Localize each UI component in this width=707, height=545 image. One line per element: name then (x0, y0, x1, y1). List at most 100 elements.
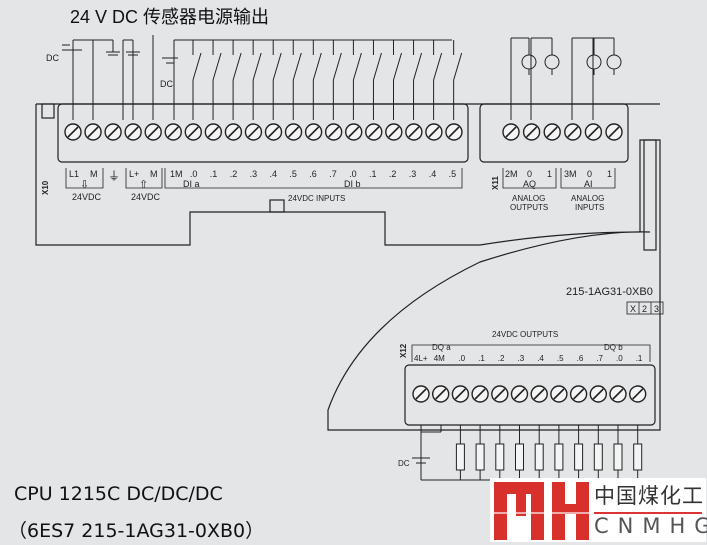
sensor-caption: 24VDC (131, 192, 161, 202)
terminal-screw (412, 385, 430, 403)
power-caption: 24VDC (72, 192, 102, 202)
logo-divider (594, 512, 702, 514)
switch-icon (413, 52, 423, 81)
connector-ids: X 2 3 (626, 301, 664, 315)
input-terminal-label: .0 (349, 169, 357, 179)
output-terminal-label: .0 (616, 354, 623, 363)
terminal-label-aq0: 0 (527, 169, 532, 179)
terminal-screw (564, 123, 582, 141)
switch-icon (292, 52, 302, 81)
terminal-screw (304, 123, 323, 141)
analog-device-icon (586, 54, 602, 70)
output-terminal-label: .4 (537, 354, 544, 363)
output-terminal-label: .7 (596, 354, 603, 363)
terminal-screw (543, 123, 561, 141)
terminal-screw (264, 123, 283, 141)
switch-icon (252, 52, 262, 81)
terminal-screw (84, 123, 102, 141)
load-resistor-icon (475, 443, 485, 471)
terminal-label-aq1: 1 (547, 169, 552, 179)
order-number: （6ES7 215-1AG31-0XB0） (8, 520, 265, 542)
group-dq-b: DQ b (604, 343, 623, 352)
analog-device-icon (606, 54, 622, 70)
terminal-screw (184, 123, 203, 141)
logo-en-text: CNMHG (594, 514, 707, 538)
terminal-screw (425, 123, 443, 141)
switch-icon (453, 52, 463, 81)
terminal-screw (569, 385, 588, 403)
input-terminal-label: .1 (369, 169, 377, 179)
load-resistor-icon (633, 443, 643, 471)
output-terminal-label: .2 (498, 354, 505, 363)
company-logo: 中国煤化工 CNMHG (490, 478, 707, 542)
load-resistor-icon (455, 443, 465, 471)
input-labels: 1M.0.1.2.3.4.5.6.7.0.1.2.3.4.5 (170, 169, 456, 179)
terminal-screw (471, 385, 489, 403)
label-boxes (65, 168, 651, 362)
terminal-screw (405, 123, 423, 141)
input-terminal-label: .5 (289, 169, 297, 179)
output-terminal-block (412, 385, 647, 403)
terminal-label-ai1: 1 (607, 169, 612, 179)
load-resistor-icon (574, 443, 584, 471)
output-loads (412, 425, 643, 481)
diagram-title: 24 V DC 传感器电源输出 (70, 7, 269, 27)
terminal-screw (124, 123, 142, 141)
output-terminal-label: .3 (518, 354, 525, 363)
load-resistor-icon (515, 443, 524, 471)
switch-icon (433, 52, 443, 81)
logo-cn-text: 中国煤化工 (594, 484, 704, 508)
dc-source-label-2: DC (160, 79, 173, 89)
terminal-screw (445, 123, 463, 141)
analog-device-icon (544, 54, 560, 70)
terminal-screw (224, 123, 243, 141)
plc-body (35, 103, 661, 431)
input-terminal-label: .6 (309, 169, 317, 179)
switch-icon (393, 52, 402, 81)
output-terminal-label: .1 (636, 354, 643, 363)
switch-icon (192, 52, 202, 81)
terminal-screw (491, 385, 509, 403)
dc-source-label: DC (46, 53, 59, 63)
ground-icon: ⏚ (108, 169, 120, 183)
terminal-screw (144, 123, 162, 141)
input-switches (192, 40, 463, 120)
load-resistor-icon (495, 443, 505, 471)
terminal-screw (345, 123, 363, 141)
terminal-label-ai0: 0 (587, 169, 592, 179)
output-labels: 4L+4M.0.1.2.3.4.5.6.7.0.1 (414, 354, 643, 363)
cpu-model: CPU 1215C DC/DC/DC (14, 483, 223, 505)
analog-terminal-block (502, 123, 623, 141)
group-di-b: DI b (344, 179, 361, 189)
outputs-caption: 24VDC OUTPUTS (492, 330, 558, 339)
terminal-screw (605, 123, 623, 141)
analog-sensors (510, 37, 622, 120)
connector-x10: X10 (41, 180, 50, 195)
terminal-label-2m: 2M (505, 169, 518, 179)
input-terminal-label: .7 (329, 169, 337, 179)
input-terminal-label: .5 (449, 169, 457, 179)
input-terminal-label: .4 (270, 169, 278, 179)
terminal-screw (244, 123, 263, 141)
connector-id-2: 2 (642, 304, 647, 314)
input-terminal-label: 1M (170, 169, 183, 179)
output-terminal-label: .5 (557, 354, 564, 363)
load-resistor-icon (613, 443, 623, 471)
terminal-screw (284, 123, 303, 141)
terminal-screw (530, 385, 548, 403)
input-terminal-label: .3 (250, 169, 258, 179)
aq-caption-1: ANALOG (512, 194, 545, 203)
connector-x11: X11 (491, 176, 500, 190)
terminal-screw (204, 123, 223, 141)
terminal-screw (324, 123, 343, 141)
inputs-caption: 24VDC INPUTS (288, 194, 345, 203)
input-terminal-label: .1 (210, 169, 218, 179)
terminal-screw (584, 123, 603, 141)
terminal-label-lplus: L+ (129, 169, 139, 179)
connector-id-x: X (630, 304, 636, 314)
output-terminal-label: 4M (434, 354, 445, 363)
terminal-screw (510, 385, 529, 403)
load-resistor-icon (534, 443, 544, 471)
part-number: 215-1AG31-0XB0 (566, 286, 653, 298)
terminal-screw (164, 123, 182, 141)
